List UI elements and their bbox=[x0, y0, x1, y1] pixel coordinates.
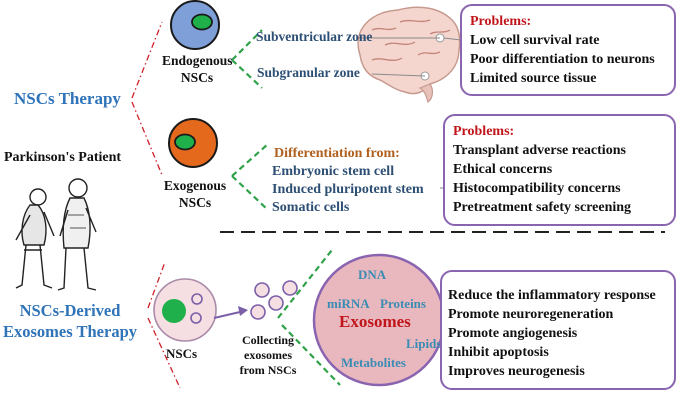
endogenous-problem-item: Poor differentiation to neurons bbox=[470, 52, 655, 67]
exogenous-problem-item: Histocompatibility concerns bbox=[453, 181, 621, 196]
collecting-label-line1: Collecting bbox=[242, 333, 294, 347]
effect-item: Promote angiogenesis bbox=[448, 326, 578, 341]
endogenous-problem-item: Low cell survival rate bbox=[470, 33, 600, 48]
branch-line-exosome-bottom bbox=[147, 317, 181, 389]
content-proteins: Proteins bbox=[380, 296, 426, 311]
exogenous-label: Exogenous NSCs bbox=[160, 177, 230, 211]
bracket-exogenous-bottom bbox=[231, 175, 269, 211]
exogenous-cell-icon bbox=[168, 118, 218, 168]
branch-line-exosome-top bbox=[147, 261, 166, 309]
collected-exosomes-icon bbox=[250, 280, 298, 320]
exosome-therapy-title-line2: Exosomes Therapy bbox=[3, 322, 137, 341]
zone-subgranular: Subgranular zone bbox=[257, 65, 360, 80]
content-lipids: Lipids bbox=[406, 336, 442, 351]
effect-item: Promote neuroregeneration bbox=[448, 307, 614, 322]
effect-item: Reduce the inflammatory response bbox=[448, 288, 656, 303]
nsc-cell-icon bbox=[153, 278, 217, 342]
exosome-effects-box: Reduce the inflammatory response Promote… bbox=[440, 270, 676, 390]
collecting-label-line3: from NSCs bbox=[239, 363, 297, 377]
differentiation-header: Differentiation from: bbox=[274, 146, 400, 161]
nscs-label: NSCs bbox=[166, 346, 198, 361]
nsc-therapy-title: NSCs Therapy bbox=[14, 89, 121, 108]
effect-item: Improves neurogenesis bbox=[448, 364, 585, 379]
endogenous-label: Endogenous NSCs bbox=[162, 52, 233, 86]
collect-arrow-icon bbox=[213, 306, 248, 319]
exogenous-label-line1: Exogenous bbox=[163, 178, 227, 193]
source-somatic: Somatic cells bbox=[272, 200, 350, 215]
branch-line-exogenous bbox=[131, 101, 163, 176]
exogenous-problem-item: Pretreatment safety screening bbox=[453, 200, 632, 215]
content-metabolites: Metabolites bbox=[341, 355, 406, 370]
endogenous-problems-box: Problems: Low cell survival rate Poor di… bbox=[460, 4, 676, 96]
pointer-subgranular bbox=[371, 73, 426, 77]
patient-label: Parkinson's Patient bbox=[4, 150, 122, 165]
exogenous-problems-box: Problems: Transplant adverse reactions E… bbox=[443, 114, 676, 226]
exosome-center-label: Exosomes bbox=[339, 312, 411, 331]
zone-subventricular: Subventricular zone bbox=[256, 29, 373, 44]
exosome-therapy-title-line1: NSCs-Derived bbox=[19, 301, 121, 320]
effect-item: Inhibit apoptosis bbox=[448, 345, 549, 360]
endogenous-problems-header: Problems: bbox=[470, 14, 532, 29]
bracket-exosome-bottom bbox=[281, 324, 341, 386]
branch-line-endogenous bbox=[131, 21, 163, 99]
bracket-exogenous-top bbox=[231, 143, 269, 177]
bracket-endogenous-top bbox=[231, 29, 263, 61]
pointer-brain-problems bbox=[443, 37, 462, 41]
exosome-therapy-title: NSCs-Derived Exosomes Therapy bbox=[0, 300, 140, 342]
exogenous-problems-header: Problems: bbox=[453, 124, 515, 139]
source-ipsc: Induced pluripotent stem bbox=[272, 182, 424, 197]
bracket-endogenous-bottom bbox=[231, 59, 263, 89]
content-mirna: miRNA bbox=[327, 296, 370, 311]
collecting-label-line2: exosomes bbox=[244, 348, 292, 362]
bracket-exosome-top bbox=[277, 249, 333, 319]
content-dna: DNA bbox=[358, 267, 387, 282]
endogenous-problem-item: Limited source tissue bbox=[470, 71, 597, 86]
collecting-label: Collecting exosomes from NSCs bbox=[228, 333, 308, 378]
source-embryonic: Embryonic stem cell bbox=[272, 164, 395, 179]
exogenous-problem-item: Transplant adverse reactions bbox=[453, 143, 626, 158]
endogenous-label-line2: NSCs bbox=[180, 70, 214, 85]
patients-illustration bbox=[15, 178, 97, 291]
exogenous-problem-item: Ethical concerns bbox=[453, 162, 553, 177]
endogenous-cell-icon bbox=[170, 0, 220, 50]
brain-icon bbox=[357, 6, 461, 104]
endogenous-label-line1: Endogenous bbox=[162, 53, 233, 68]
exogenous-label-line2: NSCs bbox=[178, 195, 212, 210]
